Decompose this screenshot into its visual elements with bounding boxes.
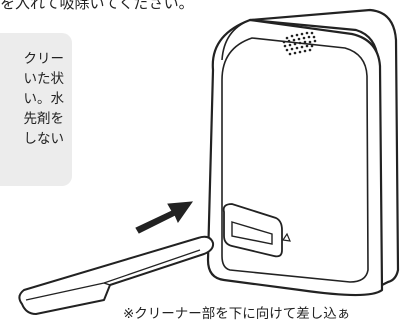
device-front (206, 18, 384, 297)
cleaner-stick (18, 235, 215, 315)
insert-arrow (135, 201, 194, 234)
note-line: 先剤を (23, 111, 65, 127)
note-box: クリー いた状 い。水 先剤を しない (0, 33, 72, 186)
triangle-mark (281, 232, 291, 242)
vent-holes (282, 31, 317, 56)
note-line: い。水 (23, 91, 65, 107)
device-side (248, 8, 400, 288)
note-line: クリー (23, 51, 65, 67)
cleaner-stick-tip (103, 282, 111, 286)
instruction-top-text: を入れて吸除いてください。 (0, 0, 194, 12)
note-line: しない (23, 131, 65, 147)
bottom-caption: ※クリーナー部を下に向けて差し込ぁ (123, 306, 351, 322)
note-line: いた状 (23, 71, 65, 87)
device-front-inner (221, 37, 369, 283)
device-slot-inner (231, 221, 273, 245)
device-slot (222, 203, 283, 258)
device-top-edge (221, 19, 251, 61)
